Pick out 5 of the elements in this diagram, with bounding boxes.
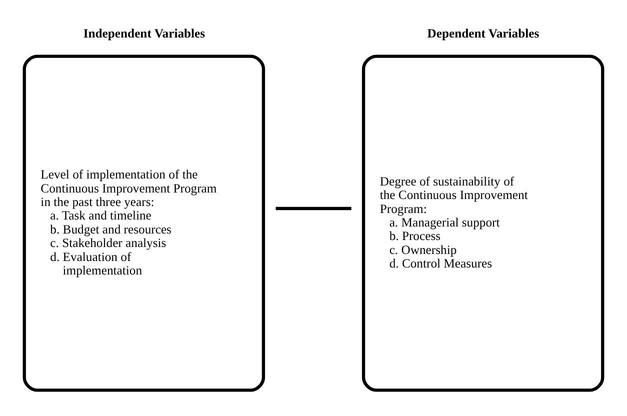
connector xyxy=(276,206,352,210)
node-label: Dependent Variables xyxy=(427,26,540,40)
node-box: Level of implementation of the Continuous Improvement Program in the past three years: a. Task and timeline b. Budget and resources c. Stakeholder analysis d. Evaluation of implementation xyxy=(22,54,266,392)
node-box: Degree of sustainability of the Continuous Improvement Program: a. Managerial support b. Process c. Ownership d. Control Measures xyxy=(362,54,604,392)
node-label: Independent Variables xyxy=(83,26,206,40)
